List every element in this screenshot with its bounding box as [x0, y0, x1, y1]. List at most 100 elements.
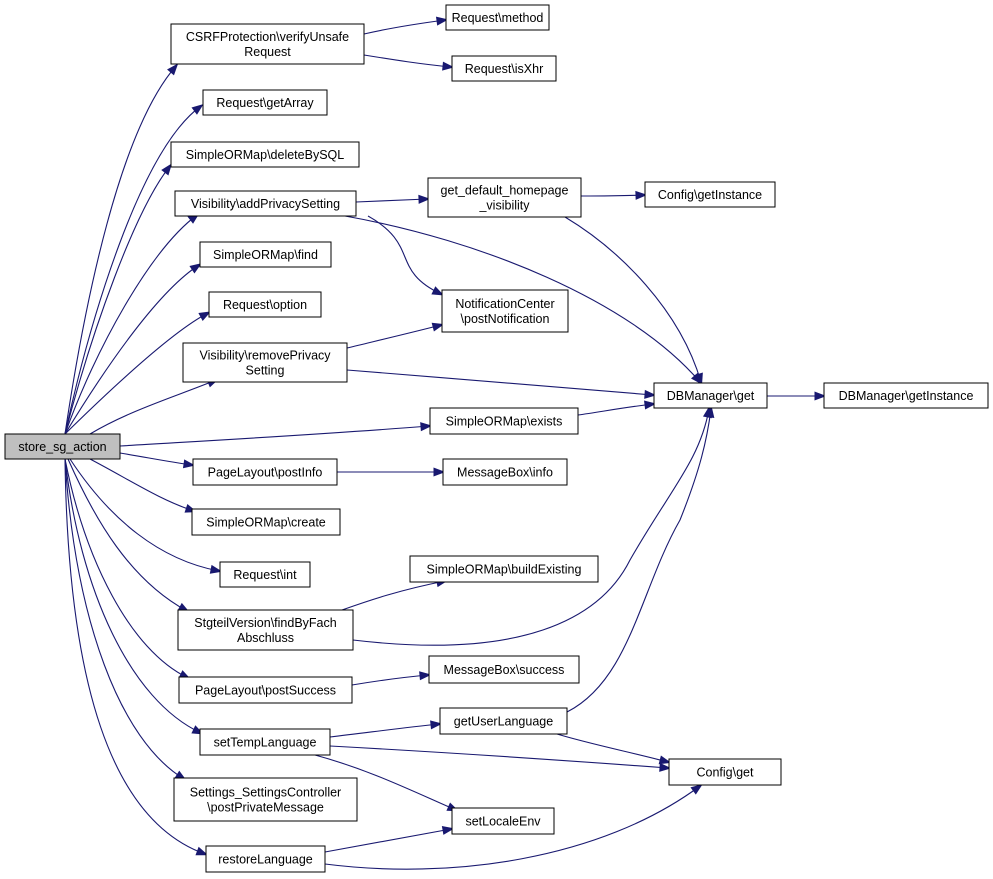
edge-root-to-sorm_create: [89, 458, 198, 513]
node-label: _visibility: [478, 199, 530, 213]
node-box: [202, 89, 328, 116]
edge-line: [64, 458, 189, 679]
edge-line: [64, 214, 198, 435]
node-req-getarray[interactable]: Request\getArray: [202, 89, 328, 116]
node-setlocale[interactable]: setLocaleEnv: [451, 807, 555, 835]
node-req-isxhr[interactable]: Request\isXhr: [451, 55, 557, 82]
node-pl-postinfo[interactable]: PageLayout\postInfo: [192, 458, 338, 486]
node-req-int[interactable]: Request\int: [219, 561, 311, 588]
node-label: store_sg_action: [18, 440, 106, 454]
edge-vis_remove-to-dbm_get: [346, 369, 657, 399]
edge-arrowhead: [659, 762, 672, 772]
edge-arrowhead: [167, 63, 179, 76]
edge-csrf-to-req_method: [363, 16, 449, 35]
node-box: [192, 458, 338, 486]
edge-getuserlang-to-dbm_get: [566, 405, 715, 713]
edge-line: [580, 194, 645, 197]
edge-restorelang-to-setlocale: [324, 826, 455, 853]
edge-settemplang-to-config_get: [329, 745, 672, 772]
node-sorm-buildexisting[interactable]: SimpleORMap\buildExisting: [409, 555, 599, 583]
node-label: MessageBox\success: [444, 663, 565, 677]
node-label: Request\getArray: [216, 96, 314, 110]
node-label: Request\int: [233, 568, 297, 582]
node-label: Config\getInstance: [658, 188, 762, 202]
edge-arrowhead: [209, 564, 223, 574]
node-label: Request\option: [223, 298, 307, 312]
node-get-default[interactable]: get_default_homepage_visibility: [427, 177, 582, 218]
edge-line: [329, 745, 669, 769]
edge-vis_add-to-get_default: [355, 194, 431, 204]
edge-line: [64, 105, 202, 435]
edge-line: [64, 312, 209, 435]
node-box: [644, 181, 776, 208]
node-getuserlang[interactable]: getUserLanguage: [439, 707, 568, 735]
edge-line: [64, 458, 185, 780]
edge-root-to-req_getarray: [64, 103, 204, 435]
edge-arrowhead: [431, 286, 445, 296]
node-label: SimpleORMap\find: [213, 248, 318, 262]
node-mb-success[interactable]: MessageBox\success: [428, 655, 580, 684]
node-label: Config\get: [697, 766, 755, 780]
node-box: [451, 55, 557, 82]
node-box: [653, 382, 768, 409]
node-sorm-deletebysql[interactable]: SimpleORMap\deleteBySQL: [170, 141, 360, 168]
edge-root-to-sorm_find: [64, 263, 202, 435]
node-box: [442, 458, 568, 486]
node-config-getinstance[interactable]: Config\getInstance: [644, 181, 776, 208]
edge-stgteil-to-sorm_buildexisting: [341, 578, 449, 611]
node-config-get[interactable]: Config\get: [668, 758, 782, 786]
node-settemplang[interactable]: setTempLanguage: [199, 728, 331, 756]
edge-line: [351, 674, 429, 686]
node-sorm-find[interactable]: SimpleORMap\find: [199, 241, 332, 268]
node-label: NotificationCenter: [455, 297, 554, 311]
node-mb-info[interactable]: MessageBox\info: [442, 458, 568, 486]
node-label: PageLayout\postInfo: [208, 466, 323, 480]
node-box: [427, 177, 582, 218]
node-dbm-get[interactable]: DBManager\get: [653, 382, 768, 409]
edge-line: [64, 165, 171, 435]
node-label: DBManager\getInstance: [839, 389, 974, 403]
edge-line: [355, 198, 428, 203]
node-box: [451, 807, 555, 835]
edge-arrowhead: [644, 400, 657, 410]
node-pl-postsuccess[interactable]: PageLayout\postSuccess: [178, 676, 353, 704]
node-dbm-getinstance[interactable]: DBManager\getInstance: [823, 382, 989, 409]
edge-stgteil-to-dbm_get: [352, 405, 712, 646]
edge-line: [577, 403, 654, 416]
edge-line: [346, 369, 654, 396]
node-box: [823, 382, 989, 409]
node-box: [441, 289, 569, 333]
node-root[interactable]: store_sg_action: [4, 433, 121, 460]
node-settings-ctrl[interactable]: Settings_SettingsController\postPrivateM…: [173, 777, 358, 822]
edge-get_default-to-config_getinstance: [580, 190, 648, 200]
node-sorm-create[interactable]: SimpleORMap\create: [191, 508, 341, 536]
node-label: StgteilVersion\findByFach: [194, 616, 336, 630]
node-notif[interactable]: NotificationCenter\postNotification: [441, 289, 569, 333]
node-label: Request\isXhr: [465, 62, 544, 76]
node-label: Visibility\addPrivacySetting: [191, 197, 340, 211]
node-req-method[interactable]: Request\method: [445, 4, 550, 31]
node-restorelang[interactable]: restoreLanguage: [205, 845, 326, 873]
edge-arrowhead: [442, 61, 455, 71]
edge-line: [64, 65, 177, 435]
node-req-option[interactable]: Request\option: [208, 291, 322, 318]
edge-arrowhead: [690, 783, 703, 795]
node-box: [208, 291, 322, 318]
node-label: CSRFProtection\verifyUnsafe: [186, 30, 349, 44]
node-label: SimpleORMap\create: [206, 516, 326, 530]
node-box: [199, 728, 331, 756]
node-vis-add[interactable]: Visibility\addPrivacySetting: [174, 190, 357, 217]
edge-line: [346, 324, 442, 349]
node-sorm-exists[interactable]: SimpleORMap\exists: [429, 407, 579, 435]
edge-line: [329, 723, 440, 738]
node-box: [205, 845, 326, 873]
edge-arrowhead: [814, 391, 827, 401]
node-label: MessageBox\info: [457, 466, 553, 480]
edges-layer: [64, 16, 827, 870]
edge-csrf-to-req_isxhr: [363, 54, 455, 71]
edge-root-to-settings_ctrl: [64, 458, 187, 781]
node-label: \postPrivateMessage: [207, 801, 324, 815]
